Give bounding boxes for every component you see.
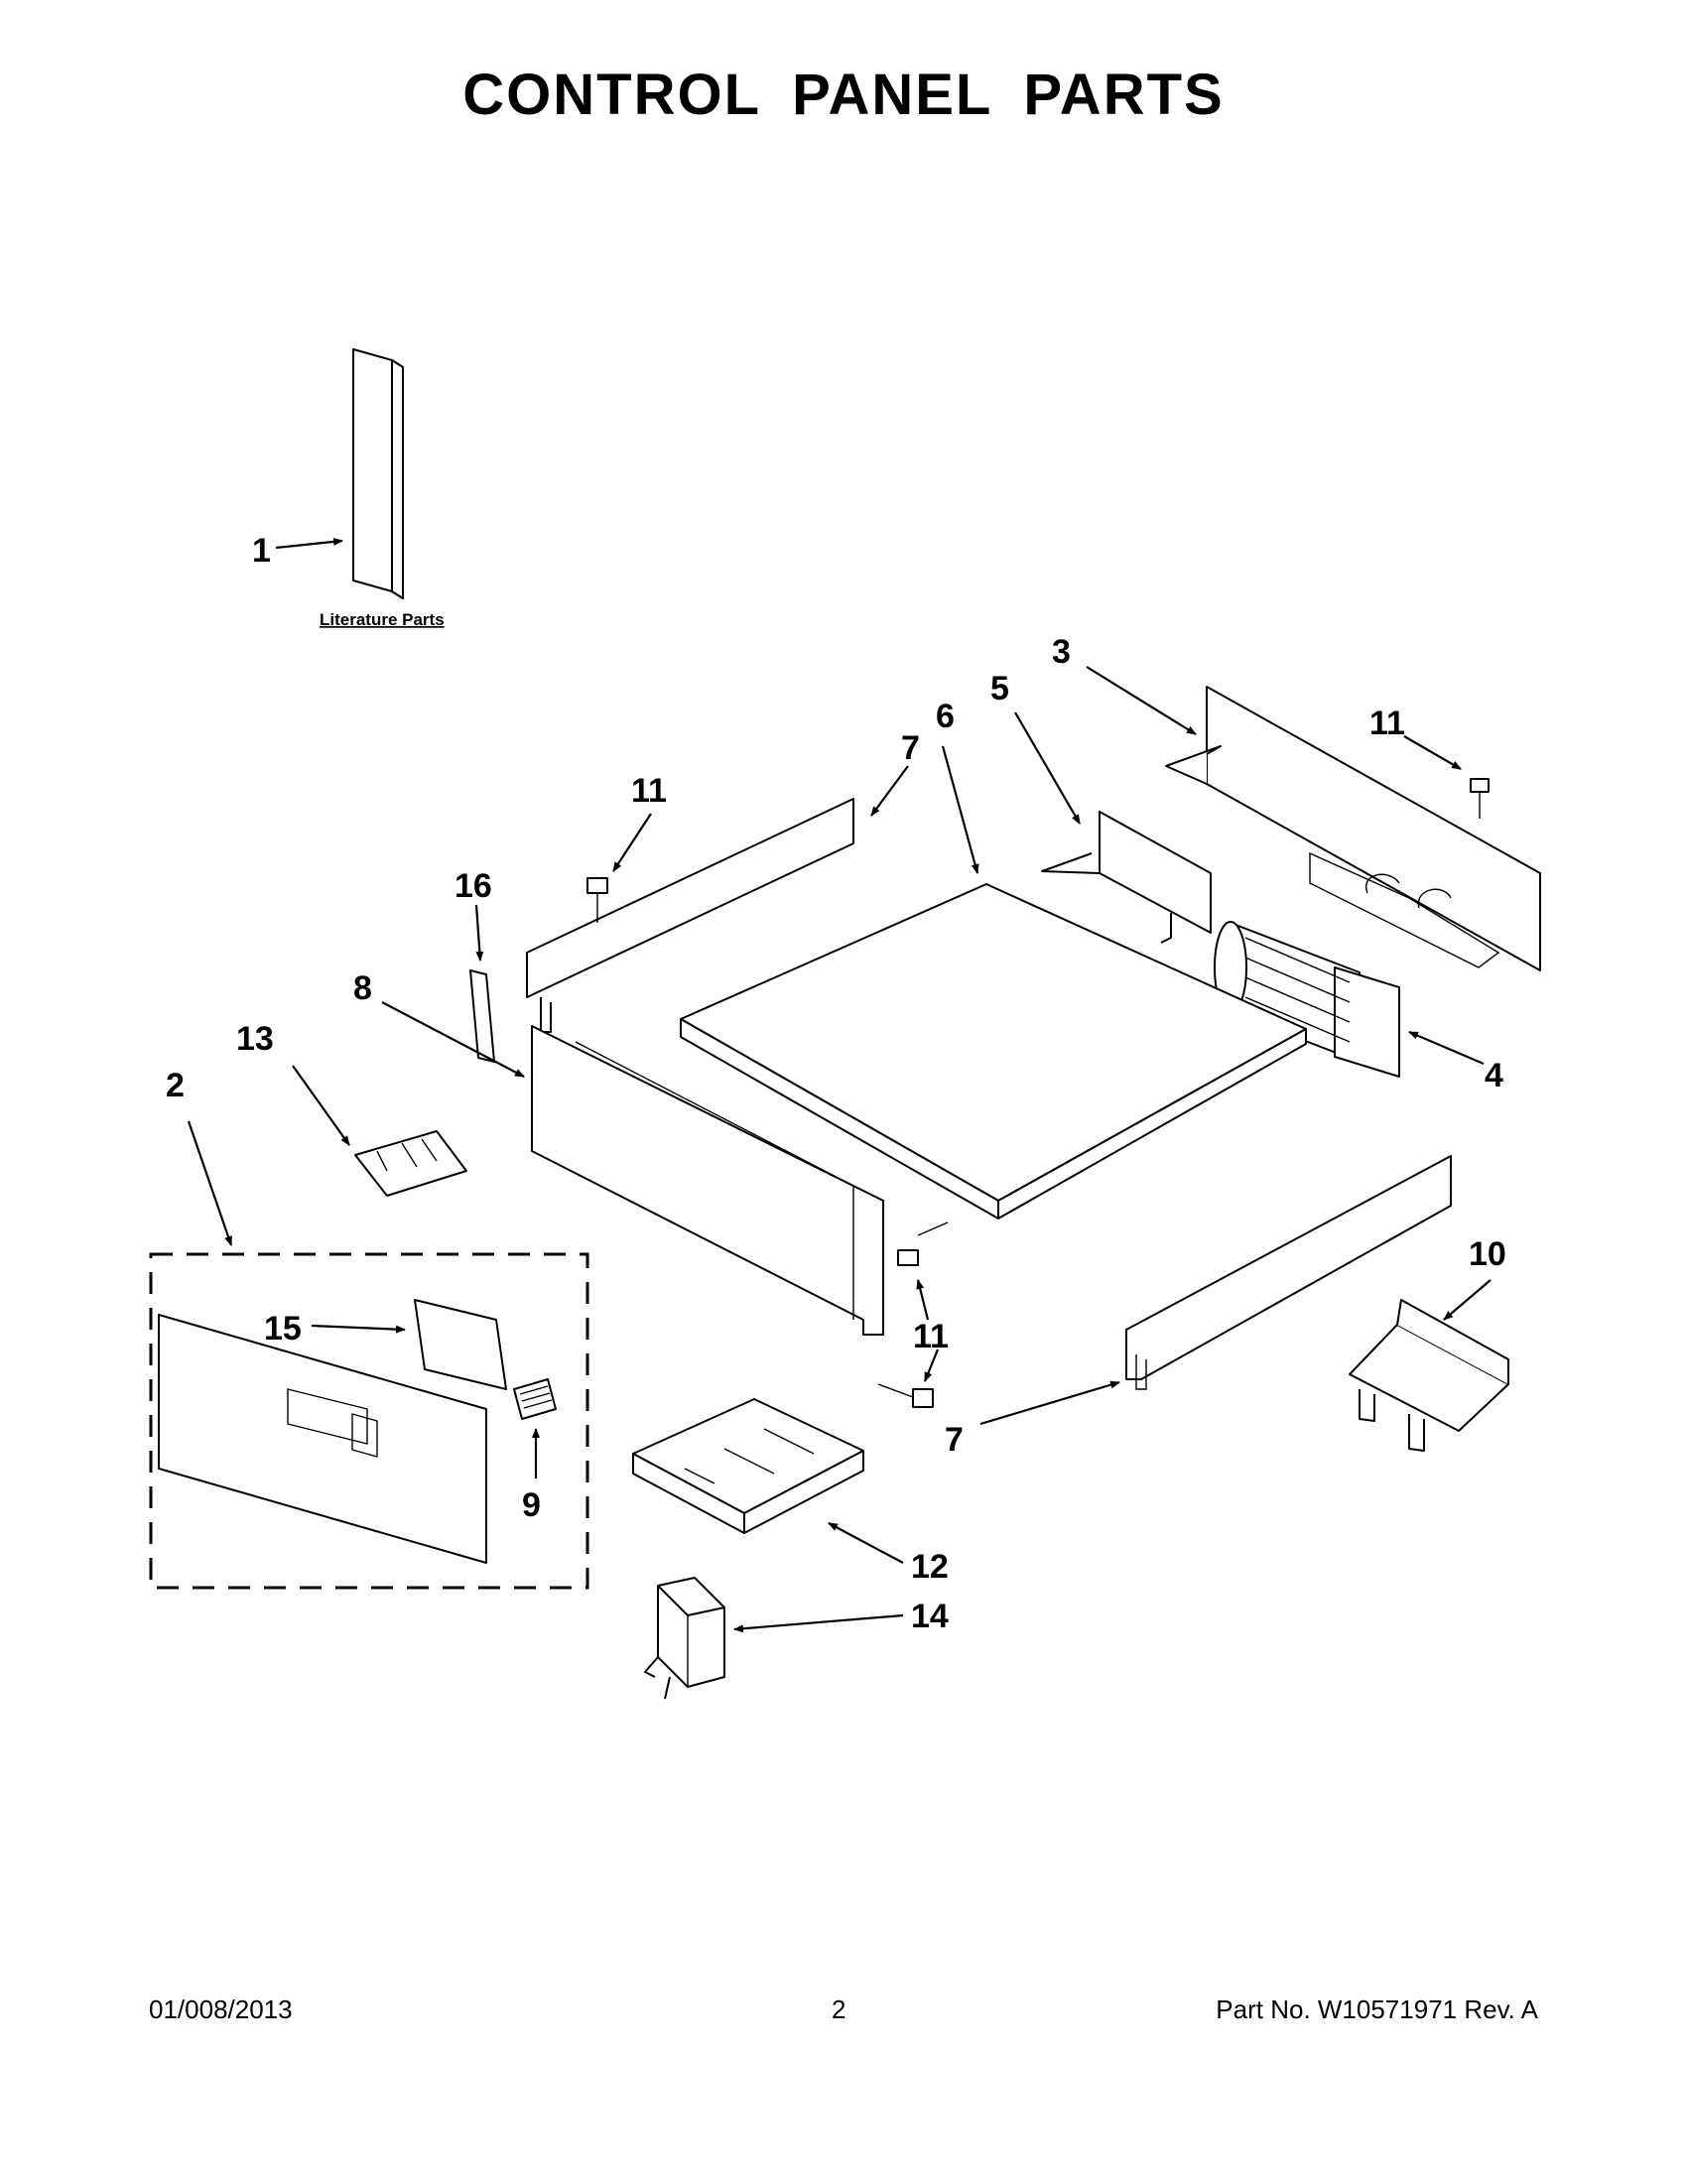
keypad	[513, 1378, 557, 1420]
top-cover-plate	[680, 883, 1307, 1220]
screw-top-right	[1470, 778, 1490, 819]
callout-2: 2	[166, 1067, 185, 1104]
page-title: CONTROL PANEL PARTS	[462, 63, 1225, 127]
callout-5: 5	[990, 670, 1009, 707]
callout-11-top-right: 11	[1369, 705, 1405, 742]
literature-booklet	[352, 348, 404, 599]
small-control-board	[354, 1130, 467, 1197]
control-panel-assembly-boundary	[149, 1252, 589, 1590]
console-panel	[158, 1314, 487, 1564]
callout-4: 4	[1485, 1057, 1503, 1094]
callout-1: 1	[252, 532, 271, 570]
footer-page-number: 2	[832, 1994, 846, 2024]
mounting-bracket	[1349, 1299, 1509, 1452]
relay-component	[644, 1577, 725, 1700]
rear-bracket	[1165, 686, 1541, 971]
callout-7-upper: 7	[901, 729, 920, 767]
callout-9: 9	[522, 1486, 541, 1524]
screw-upper-left	[586, 877, 608, 923]
side-rail-upper	[526, 798, 854, 1033]
callout-6: 6	[936, 698, 955, 735]
display-bracket	[414, 1299, 507, 1390]
callout-12: 12	[911, 1548, 949, 1586]
small-bracket	[1041, 811, 1212, 944]
callout-11-middle: 11	[913, 1318, 949, 1355]
callout-8: 8	[353, 969, 372, 1007]
literature-parts-label: Literature Parts	[320, 610, 445, 629]
callout-10: 10	[1469, 1235, 1506, 1273]
footer-part-number: Part No. W10571971 Rev. A	[1216, 1994, 1538, 2024]
footer-date: 01/008/2013	[149, 1994, 293, 2024]
main-control-board	[632, 1398, 864, 1534]
callout-3: 3	[1052, 633, 1071, 671]
front-rail	[531, 1025, 884, 1336]
screw-lower	[877, 1383, 934, 1408]
callout-13: 13	[236, 1020, 274, 1058]
callout-7-lower: 7	[945, 1421, 964, 1459]
callout-14: 14	[911, 1598, 949, 1635]
screw-middle	[897, 1221, 949, 1266]
callout-16: 16	[454, 867, 492, 905]
callout-15: 15	[264, 1310, 302, 1348]
callout-11-upper-left: 11	[631, 772, 667, 810]
support-strip	[469, 969, 495, 1063]
side-rail-lower	[1125, 1155, 1452, 1390]
